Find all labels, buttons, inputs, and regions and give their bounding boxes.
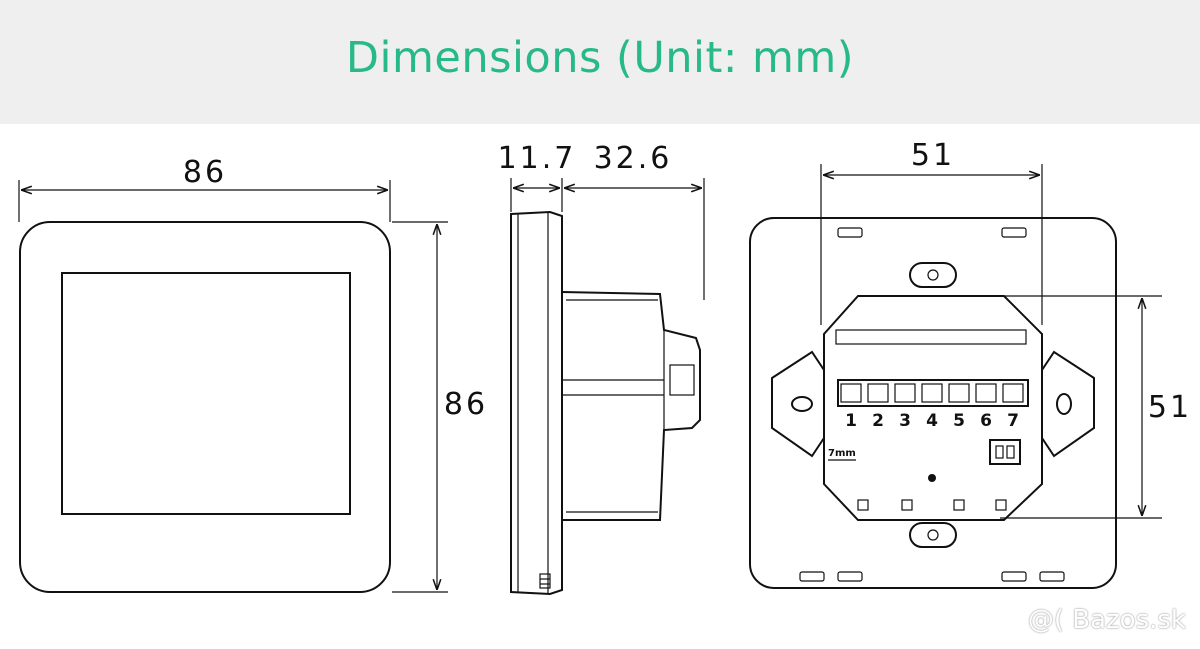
reset-hole bbox=[928, 474, 936, 482]
sensor-connector bbox=[989, 439, 1021, 465]
front-width-label: 86 bbox=[183, 155, 227, 190]
side-faceplate bbox=[510, 210, 563, 596]
page-title: Dimensions (Unit: mm) bbox=[345, 33, 855, 83]
terminal-slot bbox=[840, 383, 862, 403]
side-vent bbox=[539, 573, 551, 589]
strip-length-label: 7mm bbox=[828, 448, 856, 459]
back-clip-bottom-4 bbox=[1039, 571, 1065, 582]
module-tab bbox=[857, 499, 869, 511]
front-bezel bbox=[19, 221, 391, 593]
back-clip-top-left bbox=[837, 227, 863, 238]
keyhole-bottom bbox=[909, 522, 957, 548]
side-back-depth-label: 32.6 bbox=[594, 141, 673, 176]
watermark: @( Bazos.sk bbox=[1027, 605, 1186, 635]
terminal-number: 1 bbox=[845, 411, 857, 431]
screw-ear-right bbox=[1041, 350, 1095, 458]
side-housing bbox=[561, 291, 701, 521]
terminal-number: 7 bbox=[1007, 411, 1019, 431]
side-latch bbox=[669, 364, 695, 396]
keyhole-top-center bbox=[927, 269, 939, 281]
back-view: 51 1 2 bbox=[749, 138, 1192, 589]
module-tab bbox=[995, 499, 1007, 511]
back-clip-bottom-1 bbox=[799, 571, 825, 582]
module-tab bbox=[901, 499, 913, 511]
terminal-block bbox=[837, 379, 1029, 407]
terminal-number: 5 bbox=[953, 411, 965, 431]
terminal-slot bbox=[948, 383, 970, 403]
terminal-module bbox=[823, 295, 1043, 521]
back-plate bbox=[749, 217, 1117, 589]
side-front-depth-label: 11.7 bbox=[498, 141, 577, 176]
screw-hole-right bbox=[1056, 393, 1072, 415]
front-screen bbox=[61, 272, 351, 515]
back-clip-top-right bbox=[1001, 227, 1027, 238]
front-view: 86 86 bbox=[18, 155, 488, 593]
screw-hole-left bbox=[791, 396, 813, 412]
terminal-slot bbox=[1002, 383, 1024, 403]
screw-ear-left bbox=[771, 350, 825, 458]
terminal-slot bbox=[921, 383, 943, 403]
terminal-slot bbox=[975, 383, 997, 403]
back-height-label: 51 bbox=[1148, 390, 1192, 425]
title-banner: Dimensions (Unit: mm) bbox=[0, 0, 1200, 124]
back-width-label: 51 bbox=[911, 138, 955, 173]
keyhole-bottom-center bbox=[927, 529, 939, 541]
terminal-slots bbox=[840, 383, 1024, 403]
terminal-numbers: 1 2 3 4 5 6 7 bbox=[845, 411, 1019, 431]
keyhole-top bbox=[909, 262, 957, 288]
terminal-number: 4 bbox=[926, 411, 938, 431]
sensor-connector-pin bbox=[995, 445, 1004, 459]
back-clip-bottom-2 bbox=[837, 571, 863, 582]
terminal-slot bbox=[867, 383, 889, 403]
terminal-slot bbox=[894, 383, 916, 403]
terminal-number: 6 bbox=[980, 411, 992, 431]
module-tab bbox=[953, 499, 965, 511]
terminal-number: 2 bbox=[872, 411, 884, 431]
front-height-label: 86 bbox=[444, 387, 488, 422]
back-clip-bottom-3 bbox=[1001, 571, 1027, 582]
side-view: 11.7 32.6 bbox=[498, 141, 705, 596]
terminal-number: 3 bbox=[899, 411, 911, 431]
sensor-connector-pin bbox=[1006, 445, 1015, 459]
terminal-screw-row bbox=[835, 329, 1027, 345]
